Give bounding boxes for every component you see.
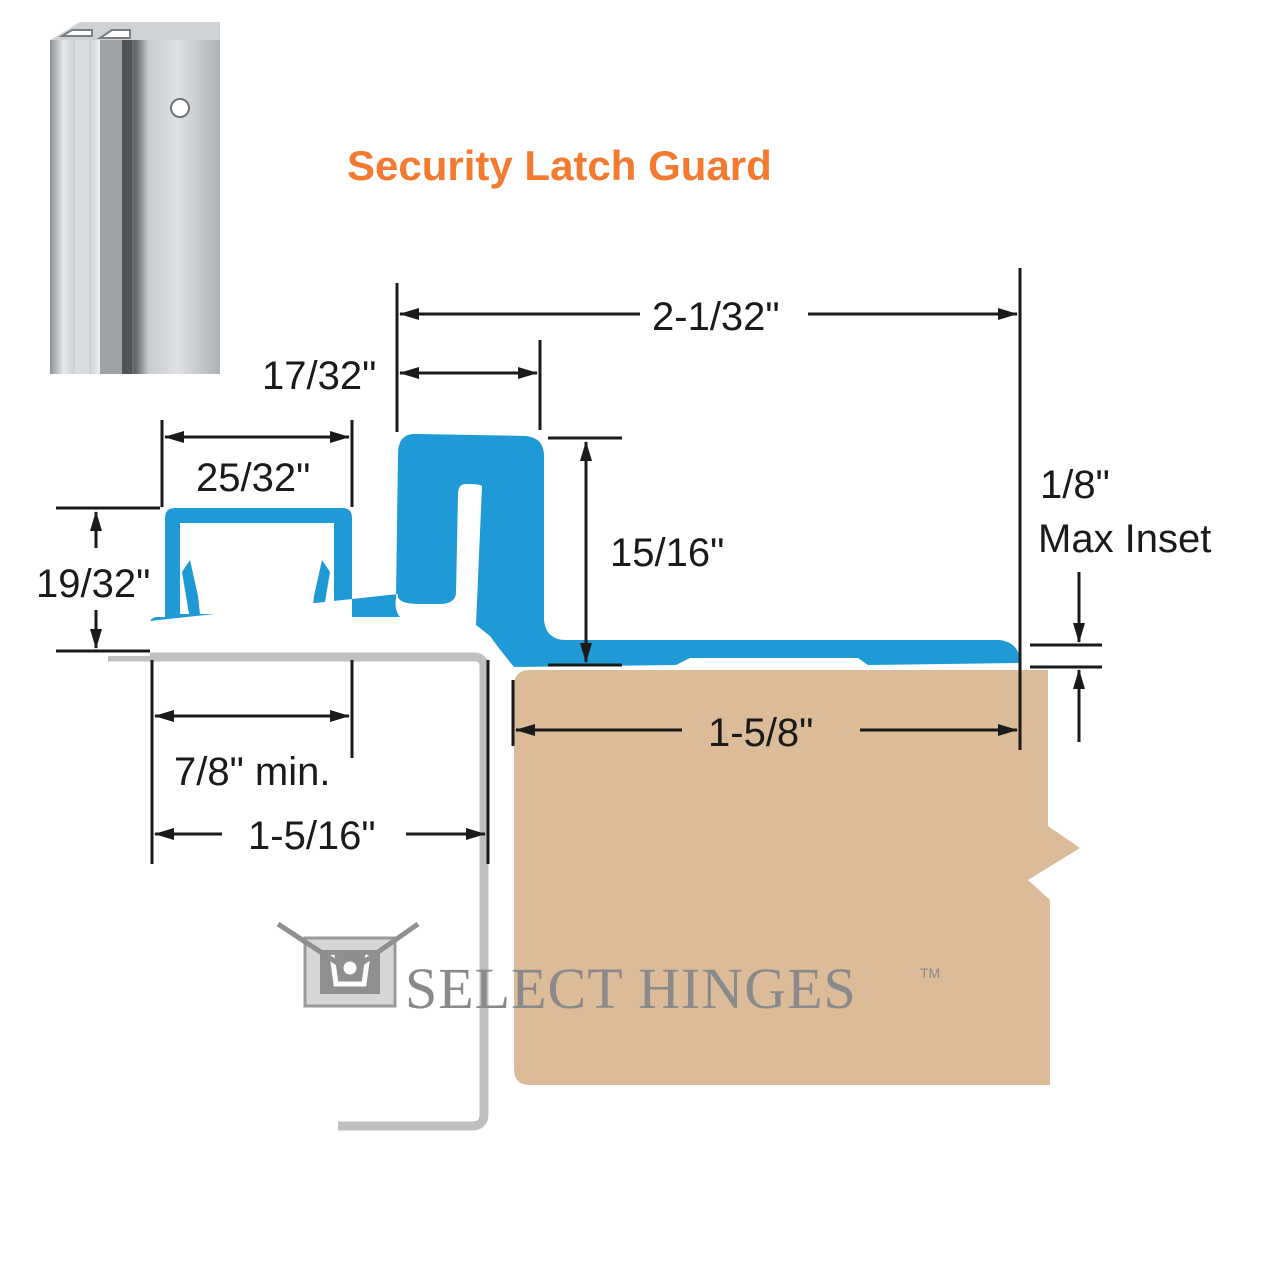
dim-channel-height: 19/32": [36, 562, 150, 606]
channel-cutout: [180, 523, 334, 614]
brand-trademark: TM: [920, 965, 940, 981]
dim-inset-value: 1/8": [1040, 463, 1110, 507]
dim-gap-width: 17/32": [262, 354, 376, 398]
dim-channel-width: 25/32": [196, 456, 310, 500]
door-frame: [108, 652, 489, 1131]
dimension-lines: [56, 268, 1102, 864]
dim-overall-width: 2-1/32": [652, 295, 780, 339]
brand-name: SELECT HINGES: [405, 956, 857, 1021]
door-leaf: [514, 670, 1080, 1085]
dim-door-width: 1-5/8": [708, 711, 813, 755]
dim-min-width: 7/8" min.: [174, 750, 330, 794]
dim-lip-height: 15/16": [610, 531, 724, 575]
select-hinges-logo-icon: [276, 921, 420, 1008]
diagram-title: Security Latch Guard: [347, 142, 772, 189]
latch-guard-profile: [150, 433, 1020, 667]
product-photo: [50, 22, 220, 374]
dim-inset-label: Max Inset: [1038, 517, 1211, 561]
dim-frame-width: 1-5/16": [248, 814, 376, 858]
